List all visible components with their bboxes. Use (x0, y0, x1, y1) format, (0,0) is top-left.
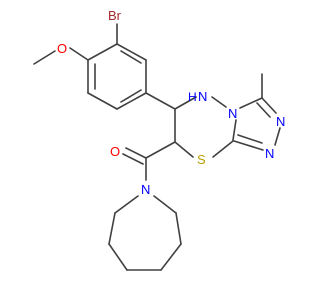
bond-ring-d2 (120, 89, 142, 103)
triazole-nitrogen-label-2: N (276, 114, 285, 129)
bond-s-c7 (174, 141, 194, 158)
bond-n-c8a (232, 119, 237, 141)
azepane-nitrogen-label: N (141, 182, 150, 197)
bond-n1-c8a (233, 140, 264, 151)
bond-c8a-s (212, 140, 234, 158)
bond-ring-b (116, 43, 147, 61)
bond-co-2 (122, 153, 144, 165)
fused-nitrogen-label: N (228, 106, 237, 121)
molecule-structure: Br O N H N N N S O N (33, 8, 285, 271)
bonds (33, 23, 281, 271)
bond-c7-carbonyl (145, 141, 176, 159)
bond-az-5 (160, 243, 182, 271)
bond-methyl-o (33, 50, 56, 65)
bond-az-1 (114, 195, 139, 214)
bond-ring-e (87, 92, 118, 110)
nh-hydrogen-label: H (188, 90, 197, 104)
bond-o-aryl (69, 47, 89, 61)
bond-c6-nh (174, 96, 197, 110)
atom-labels: Br O N H N N N S O N (57, 8, 285, 197)
bond-ring-a (87, 43, 118, 61)
bond-c3-n2 (261, 97, 277, 114)
bond-n1-c8a-2 (237, 134, 263, 144)
bond-ring-b2 (120, 50, 142, 64)
nh-nitrogen-label: N (198, 89, 207, 104)
bond-az-6 (175, 212, 182, 245)
sulfur-label: S (197, 152, 206, 167)
bromine-label: Br (108, 8, 122, 23)
methoxy-oxygen-label: O (57, 41, 67, 56)
carbonyl-oxygen-label: O (110, 144, 120, 159)
bond-aryl-c6 (145, 92, 176, 110)
bond-nh-n (211, 96, 227, 108)
bond-az-7 (153, 195, 177, 214)
bond-c3-n2b (256, 102, 271, 118)
bond-az-3 (108, 243, 128, 271)
bond-az-2 (108, 212, 116, 245)
bond-n-c3 (239, 97, 263, 109)
bond-co-1 (125, 147, 147, 159)
bond-ring-d (116, 92, 147, 110)
triazole-nitrogen-label-1: N (265, 146, 274, 161)
bond-n2-n1 (274, 127, 281, 146)
